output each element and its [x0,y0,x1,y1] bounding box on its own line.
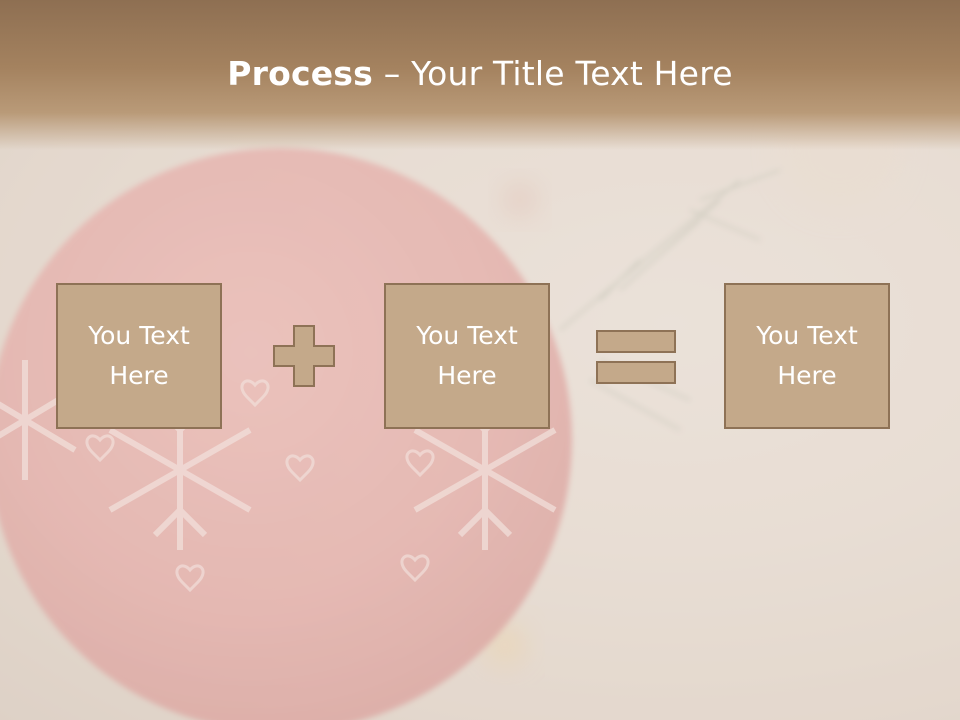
plus-icon [273,325,335,387]
process-box-1-text[interactable]: You Text Here [88,321,190,390]
process-box-2[interactable]: You Text Here [384,283,550,429]
process-box-3-text[interactable]: You Text Here [756,321,858,390]
equals-icon [596,330,676,384]
title-separator: – [373,54,412,93]
slide-title: Process – Your Title Text Here [0,52,960,96]
process-box-1[interactable]: You Text Here [56,283,222,429]
title-bold-part: Process [227,54,373,93]
process-box-2-text[interactable]: You Text Here [416,321,518,390]
header-band [0,0,960,150]
process-box-3[interactable]: You Text Here [724,283,890,429]
title-rest-part: Your Title Text Here [411,54,733,93]
